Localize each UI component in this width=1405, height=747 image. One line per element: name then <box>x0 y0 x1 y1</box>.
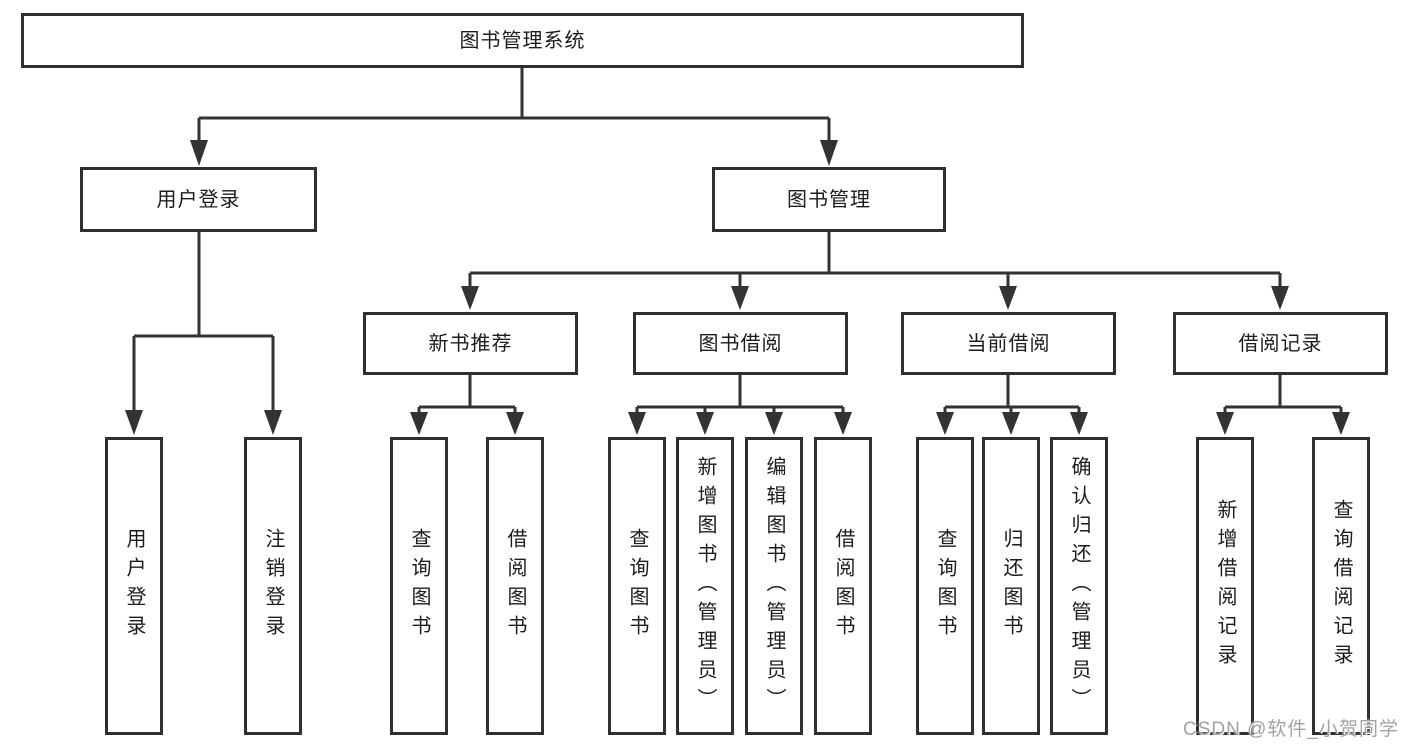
connector-current-to-leaves <box>936 375 1088 435</box>
connector-management-to-level3 <box>461 232 1289 310</box>
arrowhead-icon <box>1216 412 1234 435</box>
node-label: 查询图书 <box>408 528 430 644</box>
connector-borrow-to-leaves <box>628 375 852 435</box>
connector-root-to-level2 <box>190 68 838 166</box>
leaf-add-borrow-record: 新增借阅记录 <box>1196 437 1254 735</box>
node-label: 借阅图书 <box>504 528 526 644</box>
arrowhead-icon <box>1271 286 1289 310</box>
node-label: 新增借阅记录 <box>1214 499 1236 673</box>
node-book-borrow: 图书借阅 <box>633 312 848 375</box>
leaf-logout: 注销登录 <box>244 437 302 735</box>
arrowhead-icon <box>410 412 428 435</box>
connector-recommend-to-leaves <box>410 375 524 435</box>
node-root-system: 图书管理系统 <box>21 13 1024 68</box>
leaf-borrow-books-recommend: 借阅图书 <box>486 437 544 735</box>
arrowhead-icon <box>1332 412 1350 435</box>
arrowhead-icon <box>461 286 479 310</box>
node-label: 编辑图书（管理员） <box>763 455 785 717</box>
node-label: 注销登录 <box>262 528 284 644</box>
node-label: 图书管理系统 <box>459 29 586 52</box>
arrowhead-icon <box>506 412 524 435</box>
arrowhead-icon <box>125 410 143 435</box>
arrowhead-icon <box>834 412 852 435</box>
arrowhead-icon <box>936 412 954 435</box>
node-borrow-records: 借阅记录 <box>1173 312 1388 375</box>
leaf-query-books-borrow: 查询图书 <box>608 437 666 735</box>
node-book-management: 图书管理 <box>712 167 946 232</box>
arrowhead-icon <box>696 412 714 435</box>
arrowhead-icon <box>765 412 783 435</box>
leaf-query-books-current: 查询图书 <box>916 437 974 735</box>
node-label: 用户登录 <box>156 188 241 211</box>
node-label: 归还图书 <box>1000 528 1022 644</box>
leaf-add-books-admin: 新增图书（管理员） <box>676 437 734 735</box>
arrowhead-icon <box>264 410 282 435</box>
leaf-borrow-books: 借阅图书 <box>814 437 872 735</box>
node-label: 确认归还（管理员） <box>1068 455 1090 717</box>
node-label: 新书推荐 <box>428 332 513 355</box>
node-user-login: 用户登录 <box>80 167 317 232</box>
node-label: 查询借阅记录 <box>1330 499 1352 673</box>
leaf-user-login: 用户登录 <box>105 437 163 735</box>
arrowhead-icon <box>1002 412 1020 435</box>
leaf-return-books: 归还图书 <box>982 437 1040 735</box>
node-label: 当前借阅 <box>966 332 1051 355</box>
node-label: 借阅图书 <box>832 528 854 644</box>
node-current-borrow: 当前借阅 <box>901 312 1116 375</box>
node-label: 查询图书 <box>626 528 648 644</box>
arrowhead-icon <box>190 140 208 166</box>
node-label: 图书管理 <box>787 188 871 211</box>
leaf-query-borrow-record: 查询借阅记录 <box>1312 437 1370 735</box>
leaf-query-books-recommend: 查询图书 <box>390 437 448 735</box>
node-label: 查询图书 <box>934 528 956 644</box>
node-label: 新增图书（管理员） <box>694 455 716 717</box>
connector-records-to-leaves <box>1216 375 1350 435</box>
leaf-edit-books-admin: 编辑图书（管理员） <box>745 437 803 735</box>
node-label: 用户登录 <box>123 528 145 644</box>
arrowhead-icon <box>1070 412 1088 435</box>
arrowhead-icon <box>820 140 838 166</box>
arrowhead-icon <box>999 286 1017 310</box>
arrowhead-icon <box>628 412 646 435</box>
arrowhead-icon <box>731 286 749 310</box>
leaf-confirm-return-admin: 确认归还（管理员） <box>1050 437 1108 735</box>
node-label: 图书借阅 <box>698 332 783 355</box>
csdn-watermark: CSDN @软件_小贺同学 <box>1183 719 1399 740</box>
node-new-book-recommend: 新书推荐 <box>363 312 578 375</box>
connector-login-to-leaves <box>125 232 282 435</box>
node-label: 借阅记录 <box>1238 332 1323 355</box>
